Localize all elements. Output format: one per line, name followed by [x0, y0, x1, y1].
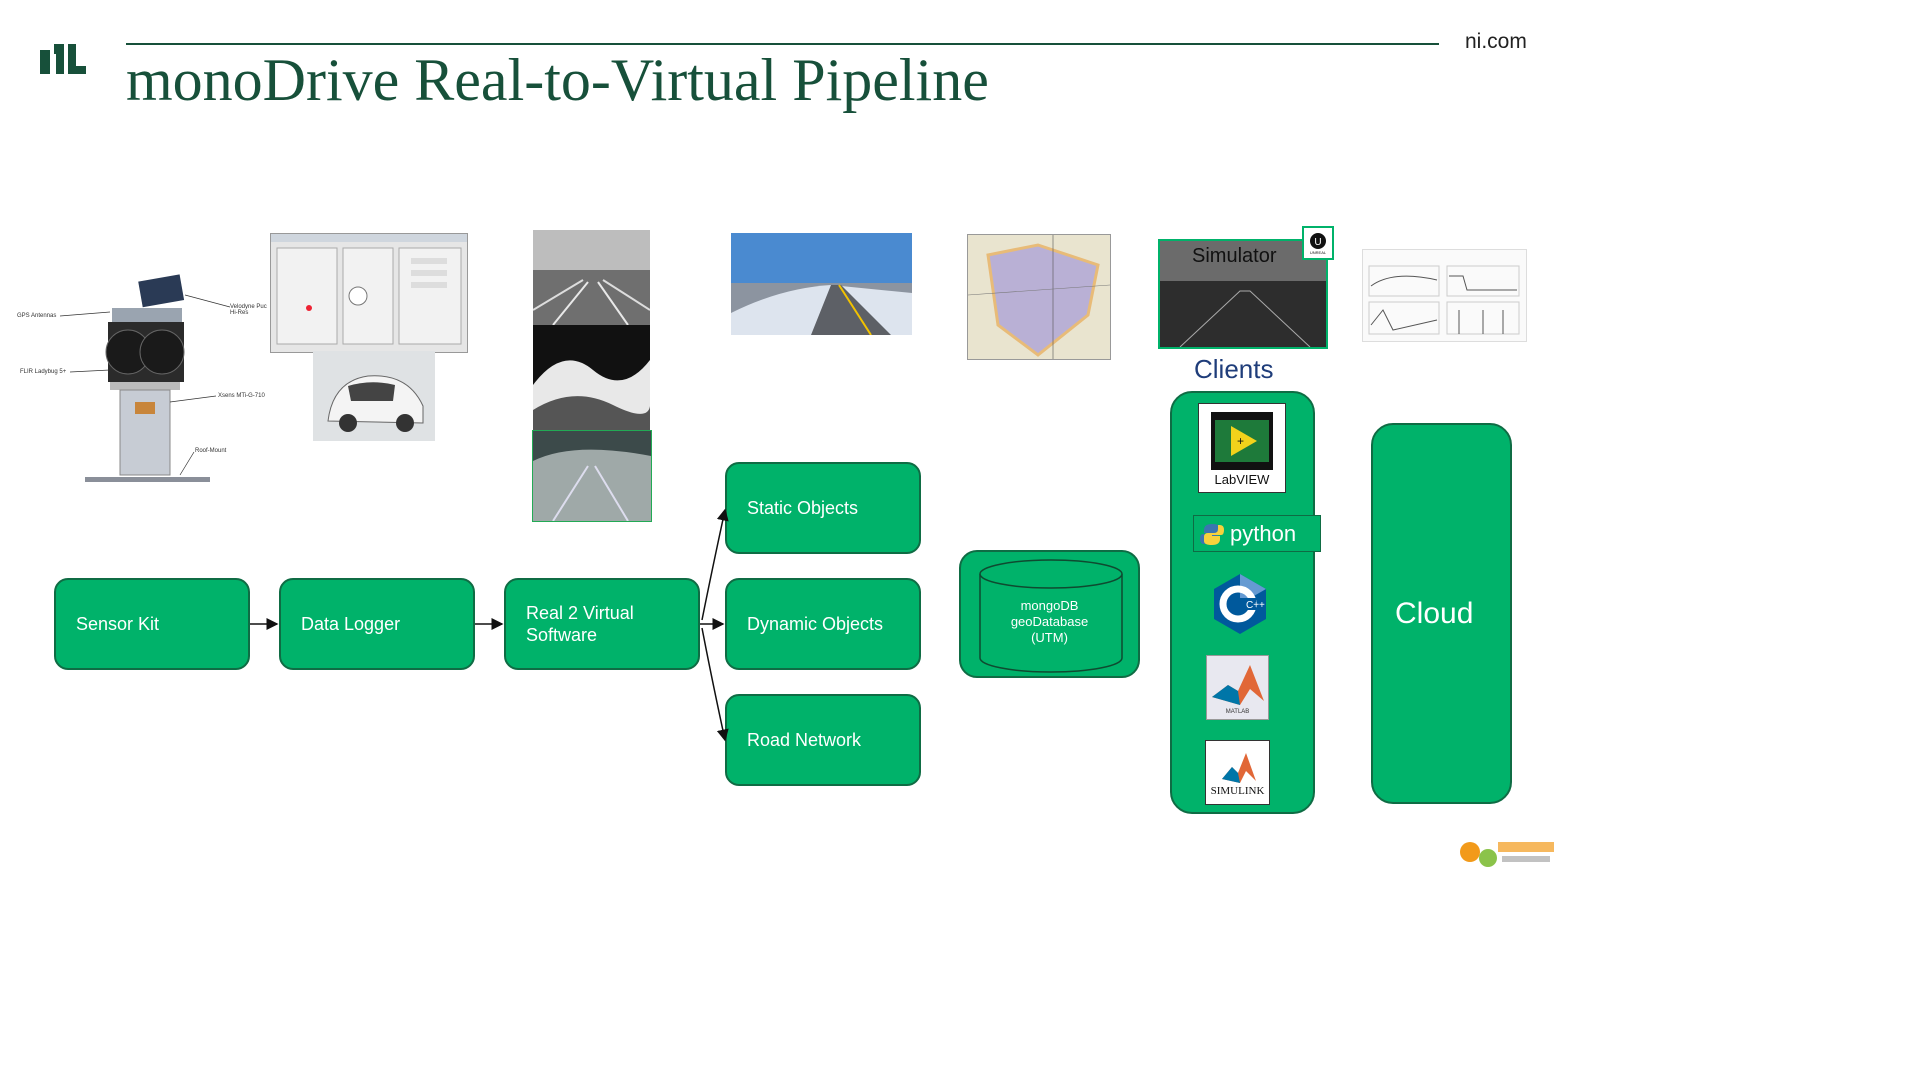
- labview-icon: +: [1211, 411, 1273, 470]
- cpp-logo[interactable]: C++: [1212, 572, 1268, 636]
- matlab-logo[interactable]: MATLAB: [1206, 655, 1269, 720]
- svg-text:U: U: [1314, 237, 1321, 248]
- matlab-icon: [1211, 664, 1264, 705]
- segmentation-image: [533, 325, 650, 430]
- road-network-box[interactable]: Road Network: [725, 694, 921, 786]
- simulink-label: SIMULINK: [1210, 784, 1265, 797]
- real2virtual-label: Real 2 Virtual Software: [526, 603, 634, 645]
- label-roof-mount: Roof-Mount: [195, 448, 227, 454]
- geodatabase-map: [967, 234, 1111, 360]
- unreal-icon: U: [1310, 232, 1326, 249]
- simulink-logo[interactable]: SIMULINK: [1205, 740, 1270, 805]
- cloud-box[interactable]: Cloud: [1371, 423, 1512, 804]
- car-photo: [313, 351, 435, 441]
- simulator-screenshot: [1158, 239, 1328, 349]
- arrow-r2v-to-road: [701, 627, 729, 742]
- pipeline-arrows: [250, 508, 729, 742]
- data-logger-label: Data Logger: [301, 614, 401, 634]
- arrow-r2v-to-static: [701, 508, 729, 621]
- cloud-label: Cloud: [1395, 596, 1474, 630]
- database-cylinder-icon: [979, 559, 1123, 673]
- dynamic-objects-label: Dynamic Objects: [747, 614, 884, 634]
- dynamic-objects-box[interactable]: Dynamic Objects: [725, 578, 921, 670]
- ni-logo: [40, 44, 86, 79]
- simulink-icon: [1221, 752, 1256, 783]
- grayscale-road-image: [533, 230, 650, 325]
- simulator-label: Simulator: [1192, 245, 1277, 267]
- header-rule: [126, 43, 1439, 45]
- python-label: python: [1230, 520, 1297, 546]
- sensor-kit-box[interactable]: Sensor Kit: [54, 578, 250, 670]
- real2virtual-box[interactable]: Real 2 Virtual Software: [504, 578, 700, 670]
- labview-label: LabVIEW: [1214, 471, 1270, 487]
- point-cloud-image: [532, 430, 652, 522]
- python-icon: [1200, 523, 1224, 545]
- python-logo[interactable]: python: [1193, 515, 1321, 552]
- sensor-kit-label: Sensor Kit: [76, 614, 160, 634]
- data-logger-box[interactable]: Data Logger: [279, 578, 475, 670]
- unreal-badge-text: UNREAL: [1309, 249, 1327, 255]
- sensor-leader-lines: [59, 294, 231, 476]
- page-title: monoDrive Real-to-Virtual Pipeline: [126, 47, 989, 113]
- static-objects-label: Static Objects: [747, 498, 859, 518]
- matlab-label: MATLAB: [1225, 708, 1250, 715]
- cpp-label: C++: [1246, 600, 1265, 611]
- label-flir: FLIR Ladybug 5+: [20, 369, 67, 375]
- cloud-graph-screenshot: [1362, 249, 1527, 342]
- static-objects-box[interactable]: Static Objects: [725, 462, 921, 554]
- site-url: ni.com: [1465, 30, 1527, 53]
- database-box[interactable]: mongoDB geoDatabase (UTM): [959, 550, 1140, 678]
- road-network-label: Road Network: [747, 730, 862, 750]
- label-gps-antennas: GPS Antennas: [17, 313, 57, 319]
- label-xsens: Xsens MTi-G-710: [218, 393, 265, 399]
- labview-logo[interactable]: + LabVIEW: [1198, 403, 1286, 493]
- cpp-icon: C++: [1214, 574, 1266, 634]
- unreal-badge: U UNREAL: [1302, 226, 1334, 260]
- watermark-logo: [1458, 836, 1558, 872]
- database-label: mongoDB geoDatabase (UTM): [1010, 598, 1089, 645]
- data-logger-screenshot: [270, 233, 468, 353]
- virtual-road-render: [731, 233, 912, 335]
- clients-heading: Clients: [1194, 354, 1274, 384]
- sensor-rig-drawing: [80, 272, 215, 487]
- svg-text:+: +: [1237, 434, 1244, 448]
- label-velodyne: Velodyne Puc Hi-Res: [230, 304, 267, 316]
